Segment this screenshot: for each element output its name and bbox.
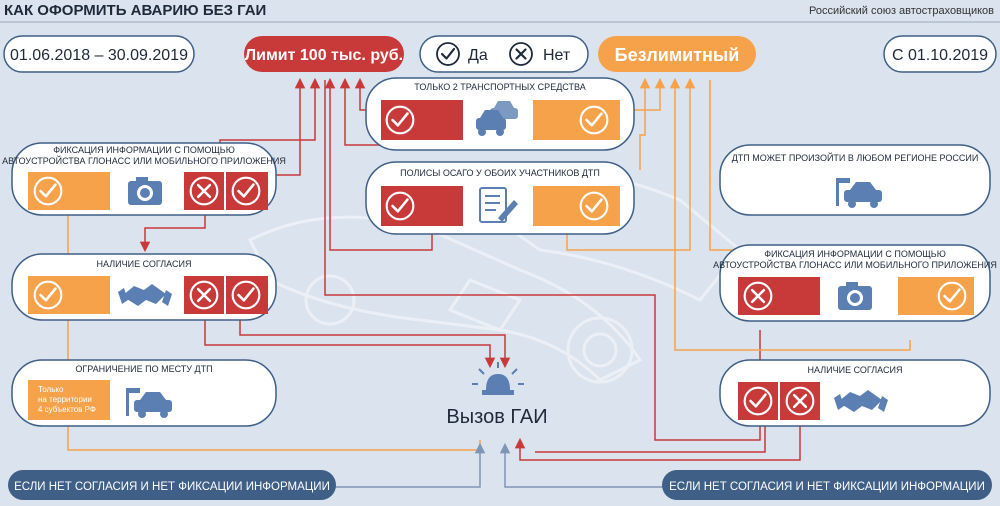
osago-label: ПОЛИСЫ ОСАГО У ОБОИХ УЧАСТНИКОВ ДТП <box>400 168 600 178</box>
right-region-card: ДТП МОЖЕТ ПРОИЗОЙТИ В ЛЮБОМ РЕГИОНЕ РОСС… <box>719 144 991 216</box>
territory-line3: 4 субъектов РФ <box>38 405 96 414</box>
handshake-icon <box>834 390 888 412</box>
two-vehicles-label: ТОЛЬКО 2 ТРАНСПОРТНЫХ СРЕДСТВА <box>414 82 585 92</box>
two-cars-icon <box>476 101 518 136</box>
car-sign-icon <box>836 178 882 208</box>
left-fixation-line1: ФИКСАЦИЯ ИНФОРМАЦИИ С ПОМОЩЬЮ <box>53 145 235 155</box>
policy-document-icon <box>479 187 518 223</box>
left-fixation-card: ФИКСАЦИЯ ИНФОРМАЦИИ С ПОМОЩЬЮ АВТОУСТРОЙ… <box>2 142 286 216</box>
territory-block <box>28 380 110 420</box>
limit-label: Лимит 100 тыс. руб. <box>245 47 403 64</box>
handshake-icon <box>118 284 172 306</box>
right-bottom-pill: ЕСЛИ НЕТ СОГЛАСИЯ И НЕТ ФИКСАЦИИ ИНФОРМА… <box>662 470 992 500</box>
camera-icon <box>838 282 872 310</box>
limit-pill: Лимит 100 тыс. руб. <box>244 36 404 72</box>
legend-box: Да Нет <box>419 35 589 73</box>
left-bottom-label: ЕСЛИ НЕТ СОГЛАСИЯ И НЕТ ФИКСАЦИИ ИНФОРМА… <box>14 481 330 493</box>
left-place-card: ОГРАНИЧЕНИЕ ПО МЕСТУ ДТП Только на терри… <box>11 359 277 427</box>
legend-yes-label: Да <box>468 47 488 64</box>
police-beacon-icon <box>472 362 524 395</box>
osago-card: ПОЛИСЫ ОСАГО У ОБОИХ УЧАСТНИКОВ ДТП <box>365 161 635 235</box>
legend-yes-check-icon <box>436 42 460 66</box>
left-date-label: 01.06.2018 – 30.09.2019 <box>10 47 188 64</box>
right-bottom-label: ЕСЛИ НЕТ СОГЛАСИЯ И НЕТ ФИКСАЦИИ ИНФОРМА… <box>669 481 985 493</box>
right-fixation-card: ФИКСАЦИЯ ИНФОРМАЦИИ С ПОМОЩЬЮ АВТОУСТРОЙ… <box>713 244 997 322</box>
unlimited-label: Безлимитный <box>615 45 740 65</box>
territory-line2: на территории <box>38 395 92 404</box>
right-date-label: С 01.10.2019 <box>892 47 988 64</box>
legend-no-label: Нет <box>543 47 571 64</box>
camera-icon <box>128 177 162 205</box>
right-fixation-line1: ФИКСАЦИЯ ИНФОРМАЦИИ С ПОМОЩЬЮ <box>764 249 946 259</box>
left-fixation-line2: АВТОУСТРОЙСТВА ГЛОНАСС ИЛИ МОБИЛЬНОГО ПР… <box>2 155 286 166</box>
right-fixation-line2: АВТОУСТРОЙСТВА ГЛОНАСС ИЛИ МОБИЛЬНОГО ПР… <box>713 259 997 270</box>
legend-no-cross-icon <box>509 42 533 66</box>
car-sign-icon <box>126 388 172 418</box>
left-date-pill: 01.06.2018 – 30.09.2019 <box>3 35 195 73</box>
unlimited-pill: Безлимитный <box>598 36 756 72</box>
page-title: КАК ОФОРМИТЬ АВАРИЮ БЕЗ ГАИ <box>4 2 266 19</box>
right-consent-card: НАЛИЧИЕ СОГЛАСИЯ <box>719 359 991 427</box>
right-consent-label: НАЛИЧИЕ СОГЛАСИЯ <box>808 365 903 375</box>
two-vehicles-card: ТОЛЬКО 2 ТРАНСПОРТНЫХ СРЕДСТВА <box>365 77 635 151</box>
call-police-label: Вызов ГАИ <box>446 406 547 428</box>
left-place-label: ОГРАНИЧЕНИЕ ПО МЕСТУ ДТП <box>75 364 212 374</box>
osago-orange-block <box>533 186 620 226</box>
right-date-pill: С 01.10.2019 <box>883 35 997 73</box>
left-bottom-pill: ЕСЛИ НЕТ СОГЛАСИЯ И НЕТ ФИКСАЦИИ ИНФОРМА… <box>8 470 336 500</box>
territory-line1: Только <box>38 385 64 394</box>
right-fixation-orange-block <box>898 277 974 315</box>
left-consent-card: НАЛИЧИЕ СОГЛАСИЯ <box>11 253 277 321</box>
right-region-label: ДТП МОЖЕТ ПРОИЗОЙТИ В ЛЮБОМ РЕГИОНЕ РОСС… <box>732 152 979 163</box>
two-vehicles-orange-block <box>533 100 620 140</box>
right-fixation-red-block <box>738 277 820 315</box>
left-consent-label: НАЛИЧИЕ СОГЛАСИЯ <box>97 259 192 269</box>
source-caption: Российский союз автостраховщиков <box>809 5 994 17</box>
